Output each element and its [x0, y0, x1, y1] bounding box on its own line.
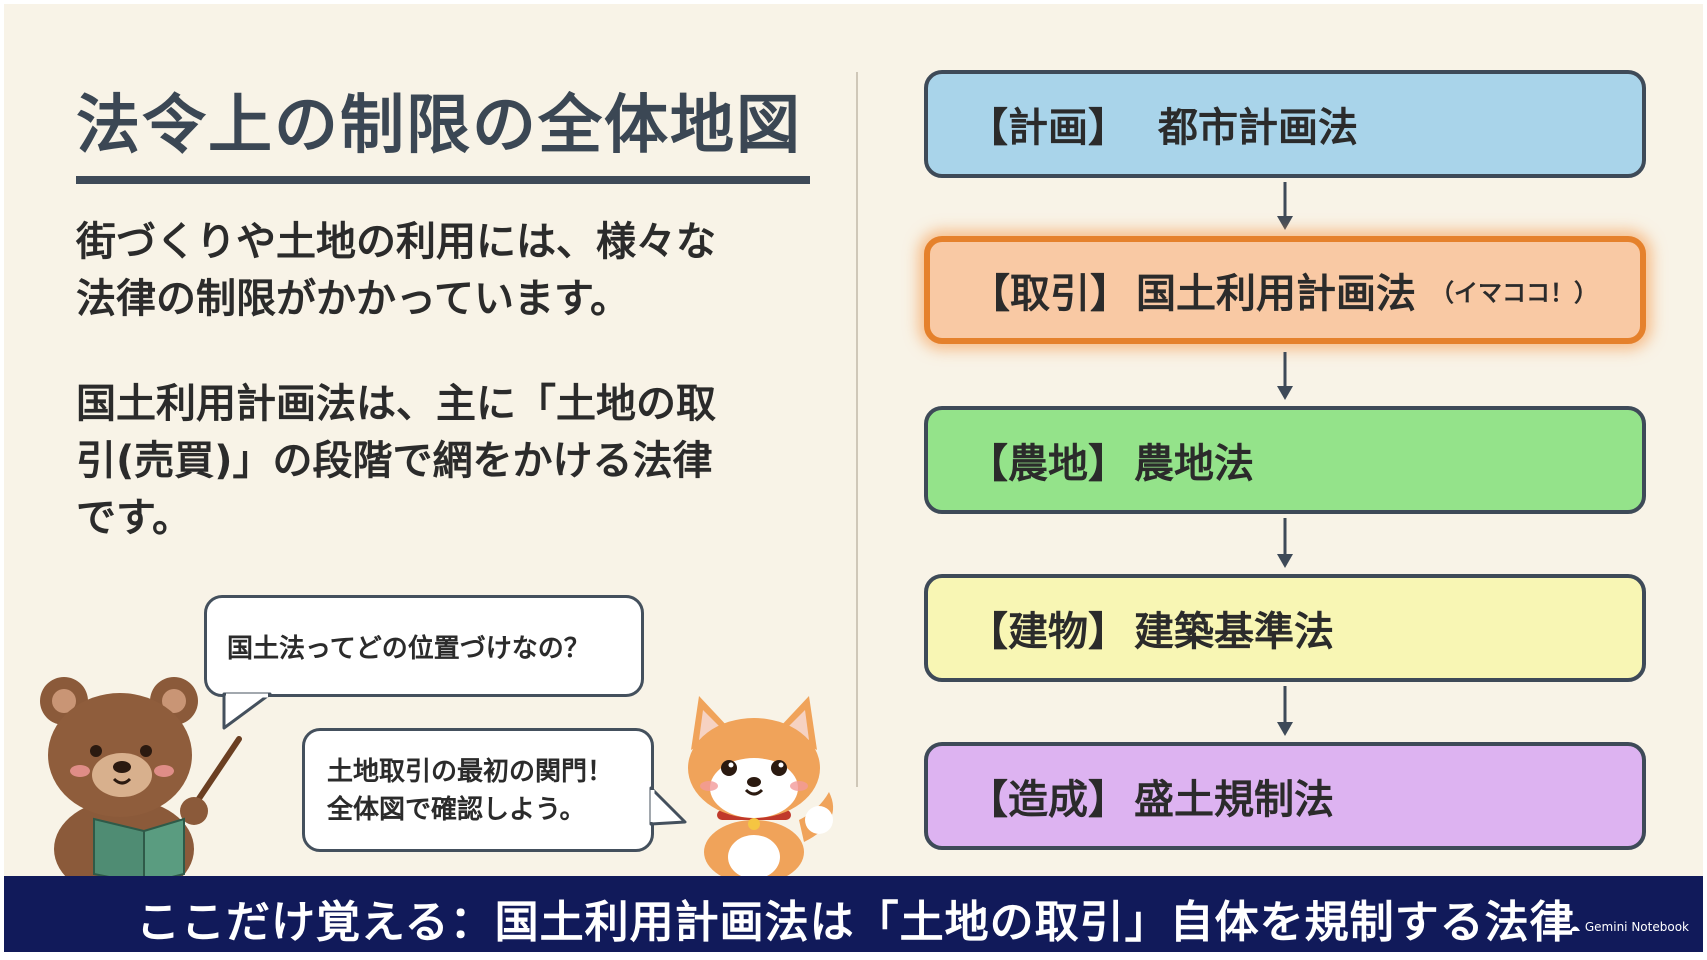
focus-line: 国土利用計画法は、主に「土地の取: [76, 381, 716, 427]
flow-box-planning: 【計画】 都市計画法: [924, 70, 1646, 178]
dog-speech-line: 全体図で確認しよう。: [327, 795, 586, 825]
focus-line: 引(売買)」の段階で網をかける法律: [76, 438, 713, 484]
column-divider: [856, 72, 858, 787]
flow-law: 都市計画法: [1158, 105, 1358, 151]
flow-law: 盛土規制法: [1134, 777, 1334, 823]
flow-law: 建築基準法: [1134, 609, 1334, 655]
bear-speech-bubble: 国土法ってどの位置づけなの？: [204, 595, 644, 697]
flow-category: 【農地】: [968, 441, 1128, 487]
page-title: 法令上の制限の全体地図: [76, 89, 802, 163]
flow-category: 【建物】: [968, 609, 1128, 655]
bear-speech-text: 国土法ってどの位置づけなの？: [227, 634, 590, 664]
flow-box-building: 【建物】 建築基準法: [924, 574, 1646, 682]
dog-speech-line: 土地取引の最初の関門！: [327, 757, 614, 787]
flow-box-landfill: 【造成】 盛土規制法: [924, 742, 1646, 850]
dog-speech-bubble: 土地取引の最初の関門！ 全体図で確認しよう。: [302, 728, 654, 852]
flow-law: 農地法: [1134, 441, 1254, 487]
intro-paragraph: 街づくりや土地の利用には、様々な 法律の制限がかかっています。: [76, 214, 796, 328]
down-arrow-icon: [1277, 352, 1293, 400]
focus-line: です。: [76, 495, 192, 541]
current-position-note: （イマココ！）: [1430, 278, 1598, 307]
flow-category: 【計画】: [968, 105, 1128, 151]
slide: 法令上の制限の全体地図 街づくりや土地の利用には、様々な 法律の制限がかかってい…: [4, 4, 1703, 952]
bear-bubble-tail: [222, 692, 272, 730]
down-arrow-icon: [1277, 182, 1293, 230]
flow-box-farmland: 【農地】 農地法: [924, 406, 1646, 514]
watermark: Gemini Notebook: [1569, 920, 1689, 934]
summary-text: ここだけ覚える：国土利用計画法は「土地の取引」自体を規制する法律: [136, 897, 1575, 948]
intro-line: 街づくりや土地の利用には、様々な: [76, 219, 716, 265]
flow-category: 【取引】: [970, 271, 1130, 317]
focus-paragraph: 国土利用計画法は、主に「土地の取 引(売買)」の段階で網をかける法律 です。: [76, 376, 796, 547]
flow-category: 【造成】: [968, 777, 1128, 823]
intro-line: 法律の制限がかかっています。: [76, 276, 630, 322]
title-underline: [76, 176, 810, 184]
dog-bubble-tail: [649, 786, 687, 826]
flow-law: 国土利用計画法: [1136, 271, 1416, 317]
down-arrow-icon: [1277, 686, 1293, 736]
down-arrow-icon: [1277, 518, 1293, 568]
notebook-logo-icon: [1569, 926, 1580, 931]
watermark-text: Gemini Notebook: [1584, 920, 1689, 934]
shiba-dog-character-icon: [688, 696, 834, 882]
summary-banner: ここだけ覚える：国土利用計画法は「土地の取引」自体を規制する法律 Gemini …: [4, 876, 1703, 952]
bear-character-icon: [40, 677, 242, 884]
flow-box-transaction: 【取引】 国土利用計画法 （イマココ！）: [924, 236, 1646, 344]
